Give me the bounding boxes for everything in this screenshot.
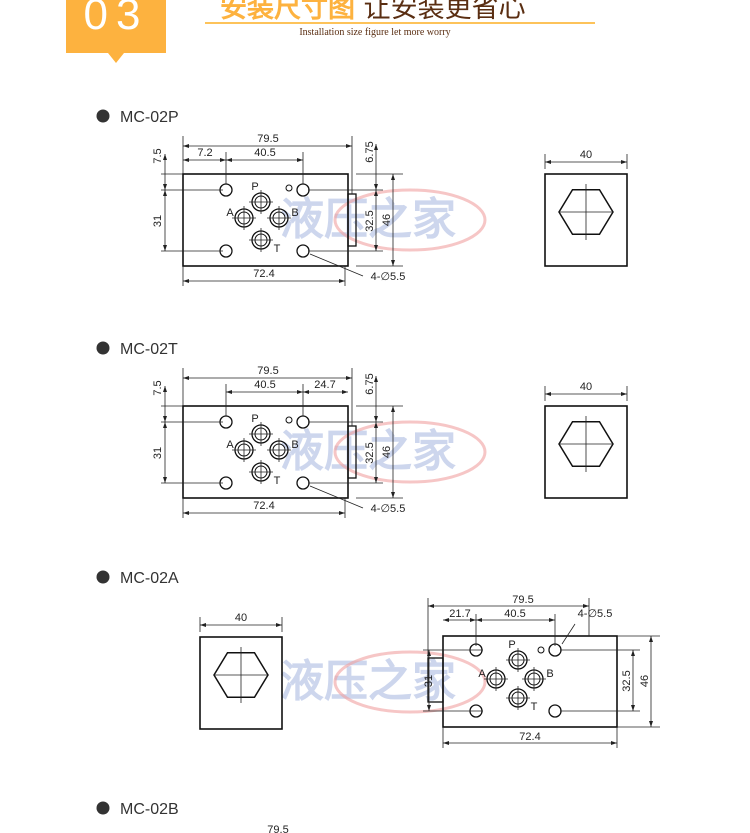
side-view (544, 405, 628, 499)
model-heading: MC-02T (120, 341, 178, 358)
dim-label: 72.4 (519, 731, 540, 743)
port-label-p: P (251, 413, 258, 425)
holes-label: 4-∅5.5 (371, 503, 406, 515)
dim-label: 31 (152, 447, 164, 459)
leader-line (309, 253, 364, 277)
port-label-p: P (251, 181, 258, 193)
dim-label: 79.5 (267, 824, 288, 833)
pilot-hole (285, 184, 293, 192)
dim-label: 21.7 (449, 608, 470, 620)
dim-label: 31 (152, 215, 164, 227)
section-subtitle: Installation size figure let more worry (299, 27, 451, 38)
dim-label: 7.5 (152, 148, 164, 163)
port-label-p: P (508, 639, 515, 651)
leader-line (309, 485, 364, 509)
holes-label: 4-∅5.5 (371, 271, 406, 283)
dim-label: 7.2 (197, 147, 212, 159)
watermark-text: 液压之家 (280, 426, 456, 477)
side-view (544, 173, 628, 267)
mounting-hole (296, 244, 310, 258)
port-label-b: B (291, 439, 298, 451)
pilot-hole (537, 646, 545, 654)
dim-label: 40 (580, 381, 592, 393)
bullet-icon (96, 341, 110, 355)
dim-label: 79.5 (257, 365, 278, 377)
mounting-hole (548, 704, 562, 718)
dim-label: 24.7 (314, 379, 335, 391)
port-label-b: B (291, 207, 298, 219)
dim-label: 32.5 (621, 670, 633, 691)
watermark-text: 液压之家 (280, 194, 456, 245)
port-label-t: T (274, 243, 281, 255)
dim-label: 32.5 (364, 442, 376, 463)
port-label-t: T (274, 475, 281, 487)
port-label-a: A (226, 207, 234, 219)
mounting-hole (296, 476, 310, 490)
dim-label: 40.5 (504, 608, 525, 620)
pilot-hole (285, 416, 293, 424)
dim-label: 46 (381, 446, 393, 458)
port-label-t: T (531, 701, 538, 713)
port-label-a: A (478, 668, 486, 680)
dim-label: 72.4 (253, 500, 274, 512)
model-heading: MC-02P (120, 109, 179, 126)
bullet-icon (96, 801, 110, 815)
dim-label: 46 (381, 214, 393, 226)
dim-label: 40 (580, 149, 592, 161)
dim-label: 79.5 (257, 133, 278, 145)
dim-label: 79.5 (512, 594, 533, 606)
dim-label: 40.5 (254, 379, 275, 391)
dim-label: 7.5 (152, 380, 164, 395)
title-highlight: 安装尺寸图 (220, 0, 355, 24)
bullet-icon (96, 109, 110, 123)
side-view (199, 636, 283, 730)
dim-label: 72.4 (253, 268, 274, 280)
valve-boss (427, 657, 444, 703)
dim-label: 46 (639, 675, 651, 687)
dim-label: 31 (423, 675, 435, 687)
dim-label: 40 (235, 612, 247, 624)
dim-label: 32.5 (364, 210, 376, 231)
model-heading: MC-02B (120, 801, 179, 818)
title-underline (205, 22, 595, 24)
dim-label: 6.75 (364, 373, 376, 394)
bullet-icon (96, 570, 110, 584)
section-number-badge: 03 (66, 0, 166, 53)
model-heading: MC-02A (120, 570, 179, 587)
dim-label: 6.75 (364, 141, 376, 162)
watermark-swoosh (333, 650, 487, 714)
watermark-swoosh (333, 420, 487, 484)
section-title: 安装尺寸图 让安装更省心 (220, 0, 526, 25)
title-rest: 让安装更省心 (363, 0, 526, 24)
port-label-a: A (226, 439, 234, 451)
badge-pointer (108, 53, 124, 63)
dim-label: 40.5 (254, 147, 275, 159)
leader-line (561, 623, 576, 645)
port-label-b: B (546, 668, 553, 680)
watermark-swoosh (333, 188, 487, 252)
watermark-text: 液压之家 (280, 656, 456, 707)
holes-label: 4-∅5.5 (578, 608, 613, 620)
